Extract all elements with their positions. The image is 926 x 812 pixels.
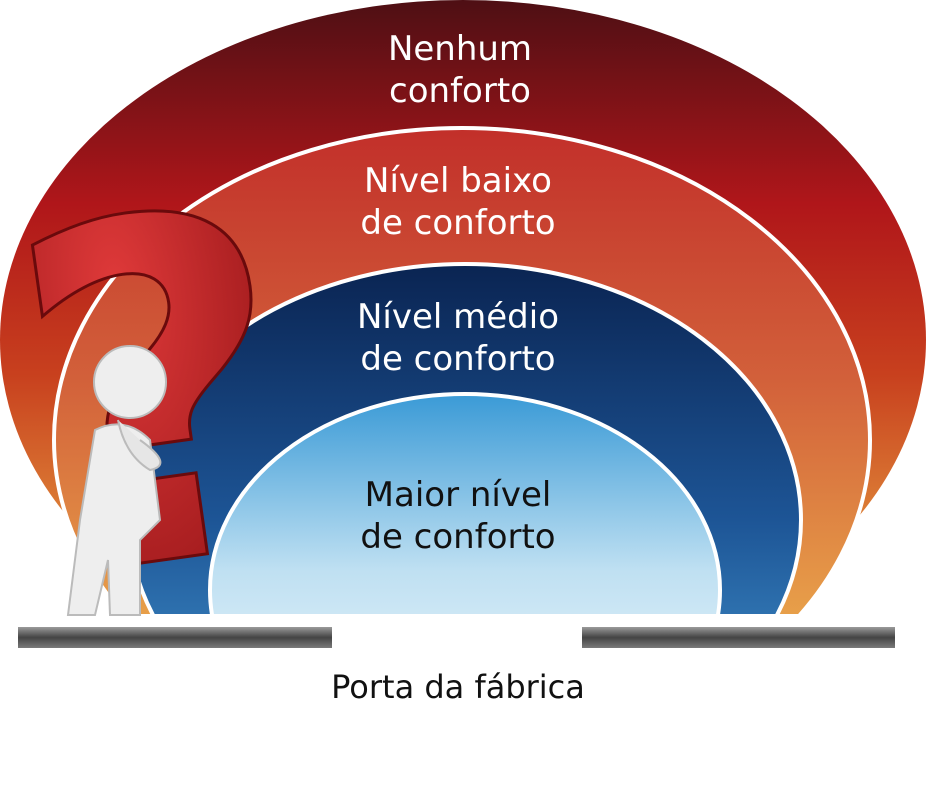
level-line: de conforto xyxy=(360,517,556,557)
floor-right xyxy=(582,627,895,648)
level-line: Maior nível xyxy=(364,475,552,515)
level-line: conforto xyxy=(389,71,531,111)
thinking-person-icon xyxy=(66,345,167,616)
level-line: de conforto xyxy=(360,339,556,379)
level-line: de conforto xyxy=(360,203,556,243)
level-medium-comfort-label: Nível médio de conforto xyxy=(308,296,608,380)
level-no-comfort-label: Nenhum conforto xyxy=(310,28,610,112)
level-line: Nível baixo xyxy=(364,161,552,201)
level-low-comfort-label: Nível baixo de conforto xyxy=(308,160,608,244)
level-line: Nível médio xyxy=(356,297,560,337)
floor-left xyxy=(18,627,332,648)
factory-gate-label: Porta da fábrica xyxy=(331,668,585,706)
level-high-comfort-label: Maior nível de conforto xyxy=(308,474,608,558)
level-line: Nenhum xyxy=(387,29,533,69)
ring-high-comfort xyxy=(208,392,722,614)
